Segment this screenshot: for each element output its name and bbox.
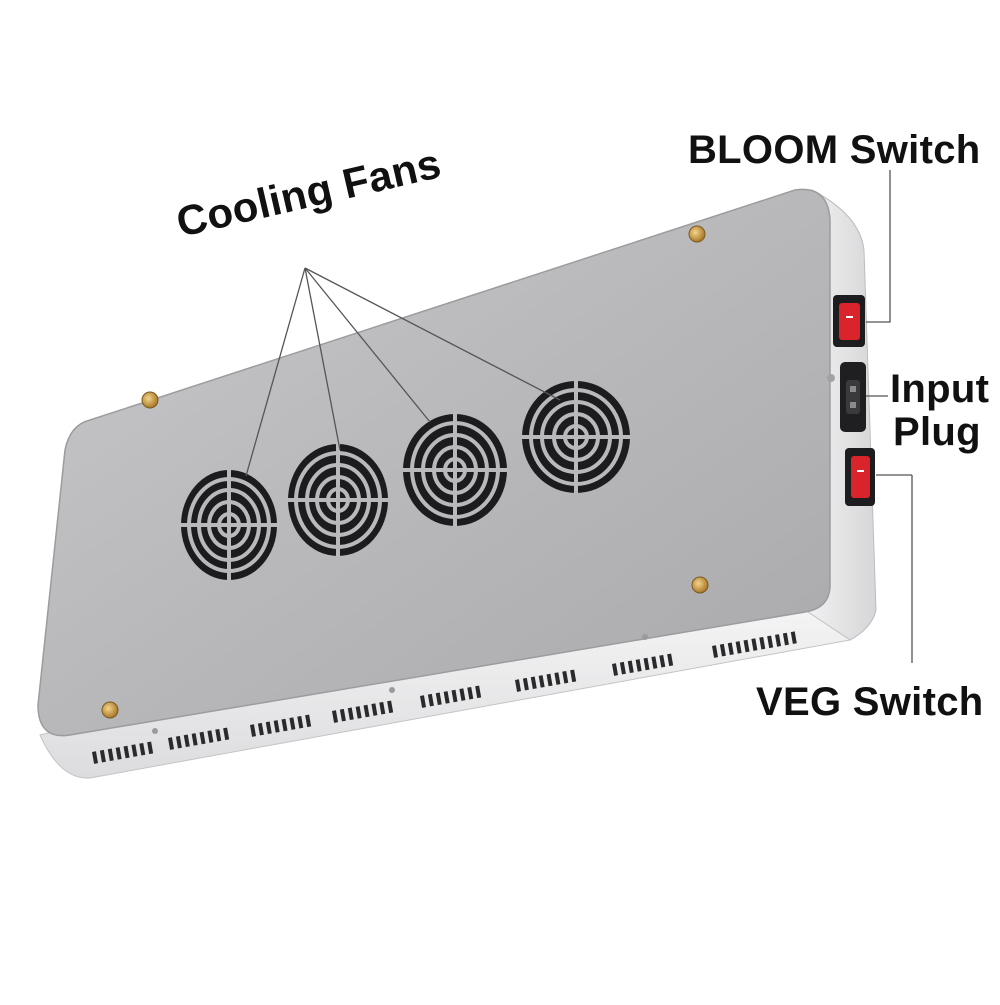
edge-screw [152, 728, 158, 734]
input-plug-socket [840, 362, 866, 432]
bottom-vents [92, 631, 797, 764]
cooling-fan [288, 444, 388, 556]
bloom-switch [833, 295, 865, 347]
bloom-switch-label: BLOOM Switch [688, 128, 981, 172]
callout-leader-lines [245, 170, 913, 663]
veg-switch-label: VEG Switch [756, 680, 984, 724]
cooling-fan [522, 381, 630, 493]
edge-screw [642, 634, 648, 640]
cooling-fan [181, 470, 277, 580]
edge-screw [389, 687, 395, 693]
input-plug-label-line2: Plug [893, 410, 981, 454]
veg-switch [845, 448, 875, 506]
cooling-fan [403, 414, 507, 526]
mounting-screws [101, 225, 709, 719]
side-screw [827, 374, 835, 382]
input-plug-label-line1: Input [890, 367, 990, 411]
